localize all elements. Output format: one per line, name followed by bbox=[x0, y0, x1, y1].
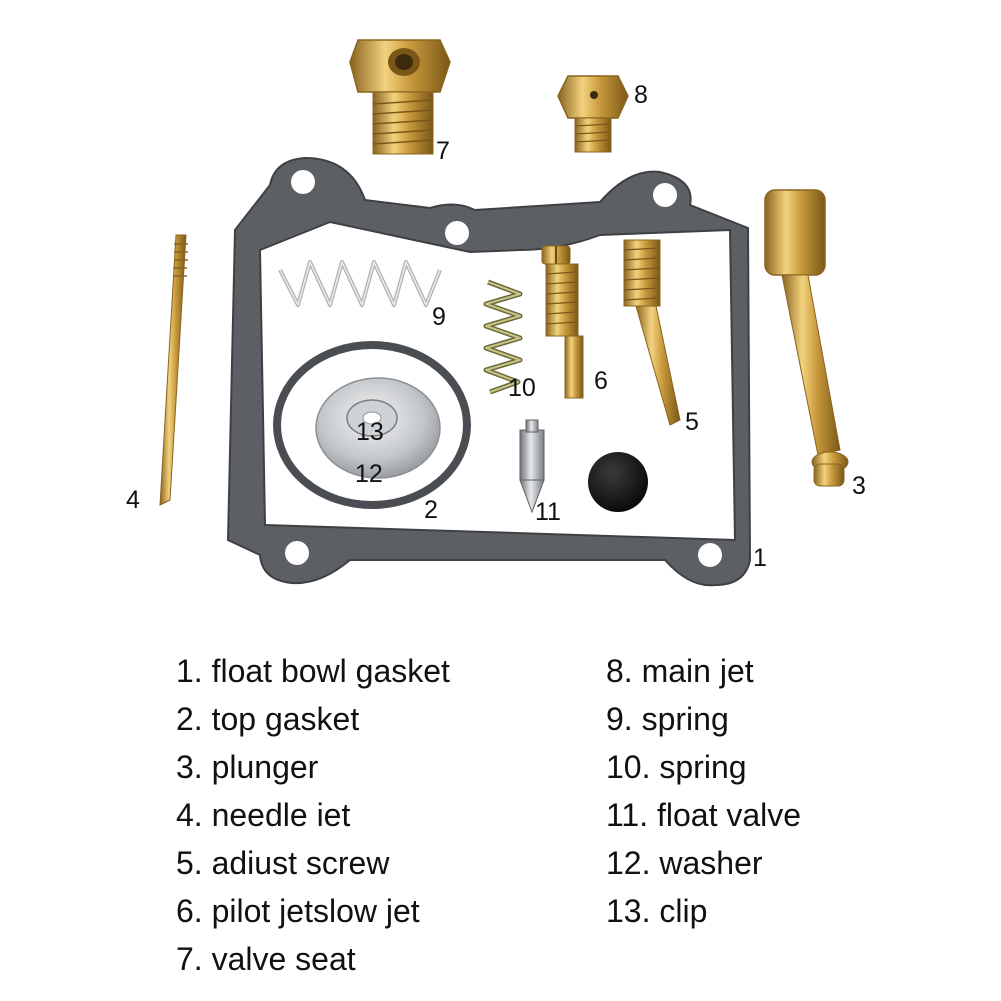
float-bowl-gasket bbox=[226, 156, 752, 587]
callout-1: 1 bbox=[753, 544, 767, 572]
float-valve bbox=[519, 419, 545, 514]
callout-10: 10 bbox=[508, 374, 536, 402]
spring-large bbox=[278, 260, 442, 307]
legend-left-column: 1. float bowl gasket 2. top gasket 3. pl… bbox=[176, 650, 450, 986]
legend-item: 12. washer bbox=[606, 845, 763, 881]
legend-item: 7. valve seat bbox=[176, 941, 356, 977]
valve-seat bbox=[349, 39, 451, 155]
callout-9: 9 bbox=[432, 303, 446, 331]
callout-3: 3 bbox=[852, 472, 866, 500]
callout-6: 6 bbox=[594, 367, 608, 395]
legend-item: 1. float bowl gasket bbox=[176, 653, 450, 689]
needle-jet bbox=[159, 234, 188, 506]
legend-item: 10. spring bbox=[606, 749, 747, 785]
pilot-jet bbox=[541, 245, 584, 399]
legend-item: 11. float valve bbox=[606, 797, 802, 833]
callout-8: 8 bbox=[634, 81, 648, 109]
plunger bbox=[764, 189, 849, 487]
clip bbox=[346, 399, 398, 437]
main-jet bbox=[557, 75, 629, 153]
callout-7: 7 bbox=[436, 137, 450, 165]
top-gasket bbox=[273, 341, 471, 509]
callout-13: 13 bbox=[356, 418, 384, 446]
legend-right-column: 8. main jet 9. spring 10. spring 11. flo… bbox=[606, 650, 801, 938]
legend-item: 9. spring bbox=[606, 701, 729, 737]
callout-11: 11 bbox=[535, 498, 561, 526]
legend-item: 3. plunger bbox=[176, 749, 319, 785]
parts-photo bbox=[159, 39, 849, 587]
legend-item: 5. adiust screw bbox=[176, 845, 390, 881]
legend-item: 8. main jet bbox=[606, 653, 754, 689]
callout-4: 4 bbox=[126, 486, 140, 514]
callout-5: 5 bbox=[685, 408, 699, 436]
spring-small bbox=[483, 279, 523, 395]
callout-2: 2 bbox=[424, 496, 438, 524]
legend-item: 2. top gasket bbox=[176, 701, 360, 737]
rubber-cap bbox=[588, 452, 648, 512]
callout-12: 12 bbox=[355, 460, 383, 488]
legend-item: 6. pilot jetslow jet bbox=[176, 893, 420, 929]
legend-item: 4. needle iet bbox=[176, 797, 351, 833]
legend-item: 13. clip bbox=[606, 893, 708, 929]
adjust-screw bbox=[623, 239, 681, 426]
